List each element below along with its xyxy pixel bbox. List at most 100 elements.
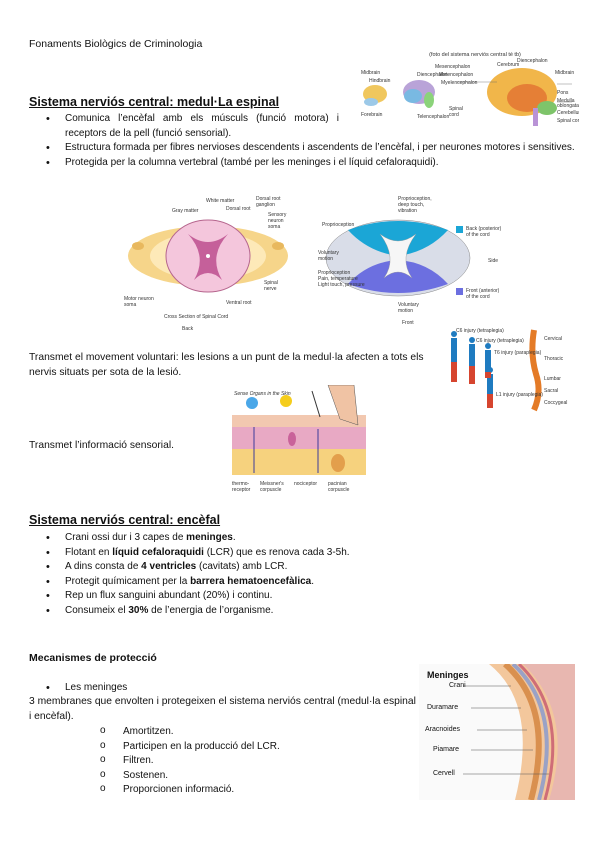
svg-text:thermo-: thermo- — [232, 481, 250, 487]
svg-text:White matter: White matter — [206, 198, 235, 204]
svg-text:Mesencephalon: Mesencephalon — [435, 64, 471, 70]
text-span: Protegit químicament per la — [65, 575, 191, 587]
spinal-cord-cross-section-figure: Gray matter White matter Dorsal root Dor… — [118, 194, 296, 334]
meninges-figure: Meninges Crani Duramare Aracnoides Piama… — [419, 661, 575, 801]
svg-text:Cross Section of Spinal Cord: Cross Section of Spinal Cord — [164, 314, 228, 320]
svg-text:ganglion: ganglion — [256, 202, 275, 208]
brain-figure: (foto del sistema nerviós central té tb)… — [357, 52, 583, 130]
svg-text:vibration: vibration — [398, 208, 417, 214]
svg-text:corpuscle: corpuscle — [260, 487, 282, 493]
meninges-figure-title: Meninges — [427, 670, 469, 680]
label-duramare: Duramare — [427, 704, 459, 711]
svg-text:oblongata: oblongata — [557, 103, 579, 109]
text-span: Consumeix el — [65, 604, 129, 616]
section-title-spinal-cord: Sistema nerviós central: medul·La espina… — [29, 95, 280, 109]
text-span: (LCR) que es renova cada 3-5h. — [203, 546, 350, 558]
list-item: Rep un flux sanguini abundant (20%) i co… — [29, 589, 409, 604]
svg-text:L1 injury (paraplegia): L1 injury (paraplegia) — [496, 392, 543, 398]
bold-text: 4 ventricles — [141, 561, 197, 573]
list-item: Proporcionen informació. — [29, 782, 409, 798]
svg-text:C6 injury (tetraplegia): C6 injury (tetraplegia) — [476, 338, 524, 344]
svg-text:nerve: nerve — [264, 286, 277, 292]
svg-text:of the cord: of the cord — [466, 294, 490, 300]
text-span: (cavitats) amb LCR. — [196, 561, 288, 573]
list-item: Participen en la producció del LCR. — [29, 739, 409, 755]
svg-text:Spinal: Spinal — [264, 280, 278, 286]
list-item: A dins consta de 4 ventricles (cavitats)… — [29, 560, 409, 575]
svg-text:Lumbar: Lumbar — [544, 376, 561, 382]
svg-text:Proprioception: Proprioception — [322, 222, 354, 228]
spinal-tracts-figure: Proprioception, deep touch, vibration Pr… — [318, 194, 512, 326]
svg-text:Diencephalon: Diencephalon — [517, 58, 548, 64]
svg-text:Front (anterior): Front (anterior) — [466, 288, 500, 294]
svg-text:Hindbrain: Hindbrain — [369, 78, 391, 84]
svg-text:soma: soma — [124, 302, 136, 308]
svg-text:Sacral: Sacral — [544, 388, 558, 394]
svg-text:Coccygeal: Coccygeal — [544, 400, 567, 406]
svg-text:nociceptor: nociceptor — [294, 481, 317, 487]
svg-text:soma: soma — [268, 224, 280, 230]
label-aracnoides: Aracnoides — [425, 726, 461, 733]
spinal-tracts-illustration: Proprioception, deep touch, vibration Pr… — [318, 196, 502, 326]
brain-diagram-illustration: Midbrain Hindbrain Forebrain Mesencephal… — [361, 58, 583, 126]
svg-text:Cerebrum: Cerebrum — [497, 62, 519, 68]
skin-sense-organs-figure: Sense Organs in the Skin thermo- recepto… — [228, 384, 370, 497]
spinal-injury-illustration: C6 injury (tetraplegia) C6 injury (tetra… — [451, 328, 567, 412]
paragraph-sensory: Transmet l’informació sensorial. — [29, 440, 174, 451]
svg-text:Dorsal root: Dorsal root — [256, 196, 281, 202]
document-title: Fonaments Biològics de Criminologia — [29, 38, 203, 50]
svg-text:T6 injury (paraplegia): T6 injury (paraplegia) — [494, 350, 542, 356]
svg-text:motion: motion — [318, 256, 333, 262]
svg-text:Cerebellum: Cerebellum — [557, 110, 579, 116]
svg-text:Spinal: Spinal — [449, 106, 463, 112]
bold-text: 30% — [128, 604, 149, 616]
list-item: Flotant en líquid cefaloraquidi (LCR) qu… — [29, 546, 409, 561]
svg-text:Spinal cord: Spinal cord — [557, 118, 579, 124]
spinal-cord-bullets: Comunica l’encèfal amb els músculs (func… — [29, 112, 339, 141]
svg-text:Gray matter: Gray matter — [172, 208, 199, 214]
brain-figure-caption: (foto del sistema nerviós central té tb) — [429, 52, 521, 58]
list-item: Filtren. — [29, 753, 409, 769]
svg-text:Forebrain: Forebrain — [361, 112, 383, 118]
svg-text:Side: Side — [488, 258, 498, 264]
list-item: Amortitzen. — [29, 724, 409, 740]
list-item: Consumeix el 30% de l’energia de l’organ… — [29, 604, 409, 619]
spinal-cord-cross-section-illustration: Gray matter White matter Dorsal root Dor… — [124, 196, 288, 332]
encephalon-bullets: Crani ossi dur i 3 capes de meninges.Flo… — [29, 531, 409, 619]
paragraph-motor: Transmet el movement voluntari: les lesi… — [29, 352, 424, 378]
text-span: . — [311, 575, 315, 587]
list-item: Protegida per la columna vertebral (tamb… — [29, 156, 577, 171]
spinal-injury-figure: C6 injury (tetraplegia) C6 injury (tetra… — [446, 324, 578, 412]
svg-text:Light touch, pressure: Light touch, pressure — [318, 282, 365, 288]
svg-text:Back (posterior): Back (posterior) — [466, 226, 502, 232]
svg-text:Myelencephalon: Myelencephalon — [441, 80, 478, 86]
svg-text:cord: cord — [449, 112, 459, 118]
list-item: Comunica l’encèfal amb els músculs (func… — [29, 112, 339, 141]
svg-text:Midbrain: Midbrain — [555, 70, 574, 76]
svg-text:Dorsal root: Dorsal root — [226, 206, 251, 212]
svg-text:Proprioception,: Proprioception, — [398, 196, 432, 202]
section-title-protection: Mecanismes de protecció — [29, 652, 157, 664]
svg-text:Front: Front — [402, 320, 414, 326]
svg-text:corpuscle: corpuscle — [328, 487, 350, 493]
svg-text:Back: Back — [182, 326, 194, 332]
list-item: Estructura formada per fibres nervioses … — [29, 141, 577, 156]
meninges-functions: Amortitzen. Participen en la producció d… — [29, 724, 409, 798]
svg-text:Diencephalon: Diencephalon — [417, 72, 448, 78]
meninges-illustration — [463, 661, 575, 801]
svg-text:Metencephalon: Metencephalon — [439, 72, 473, 78]
svg-text:Proprioception: Proprioception — [318, 270, 350, 276]
svg-text:Ventral root: Ventral root — [226, 300, 252, 306]
svg-text:Voluntary: Voluntary — [398, 302, 419, 308]
section-title-encephalon: Sistema nerviós central: encèfal — [29, 513, 221, 527]
list-item: Les meninges — [29, 681, 409, 696]
text-span: de l’energia de l’organisme. — [148, 604, 274, 616]
svg-text:Meissner's: Meissner's — [260, 481, 284, 487]
label-crani: Crani — [449, 682, 466, 689]
bold-text: líquid cefaloraquidi — [112, 546, 204, 558]
svg-text:Pons: Pons — [557, 90, 569, 96]
svg-text:Sensory: Sensory — [268, 212, 287, 218]
svg-text:deep touch,: deep touch, — [398, 202, 424, 208]
label-piamare: Piamare — [433, 746, 460, 753]
bold-text: barrera hematoencefàlica — [190, 575, 312, 587]
